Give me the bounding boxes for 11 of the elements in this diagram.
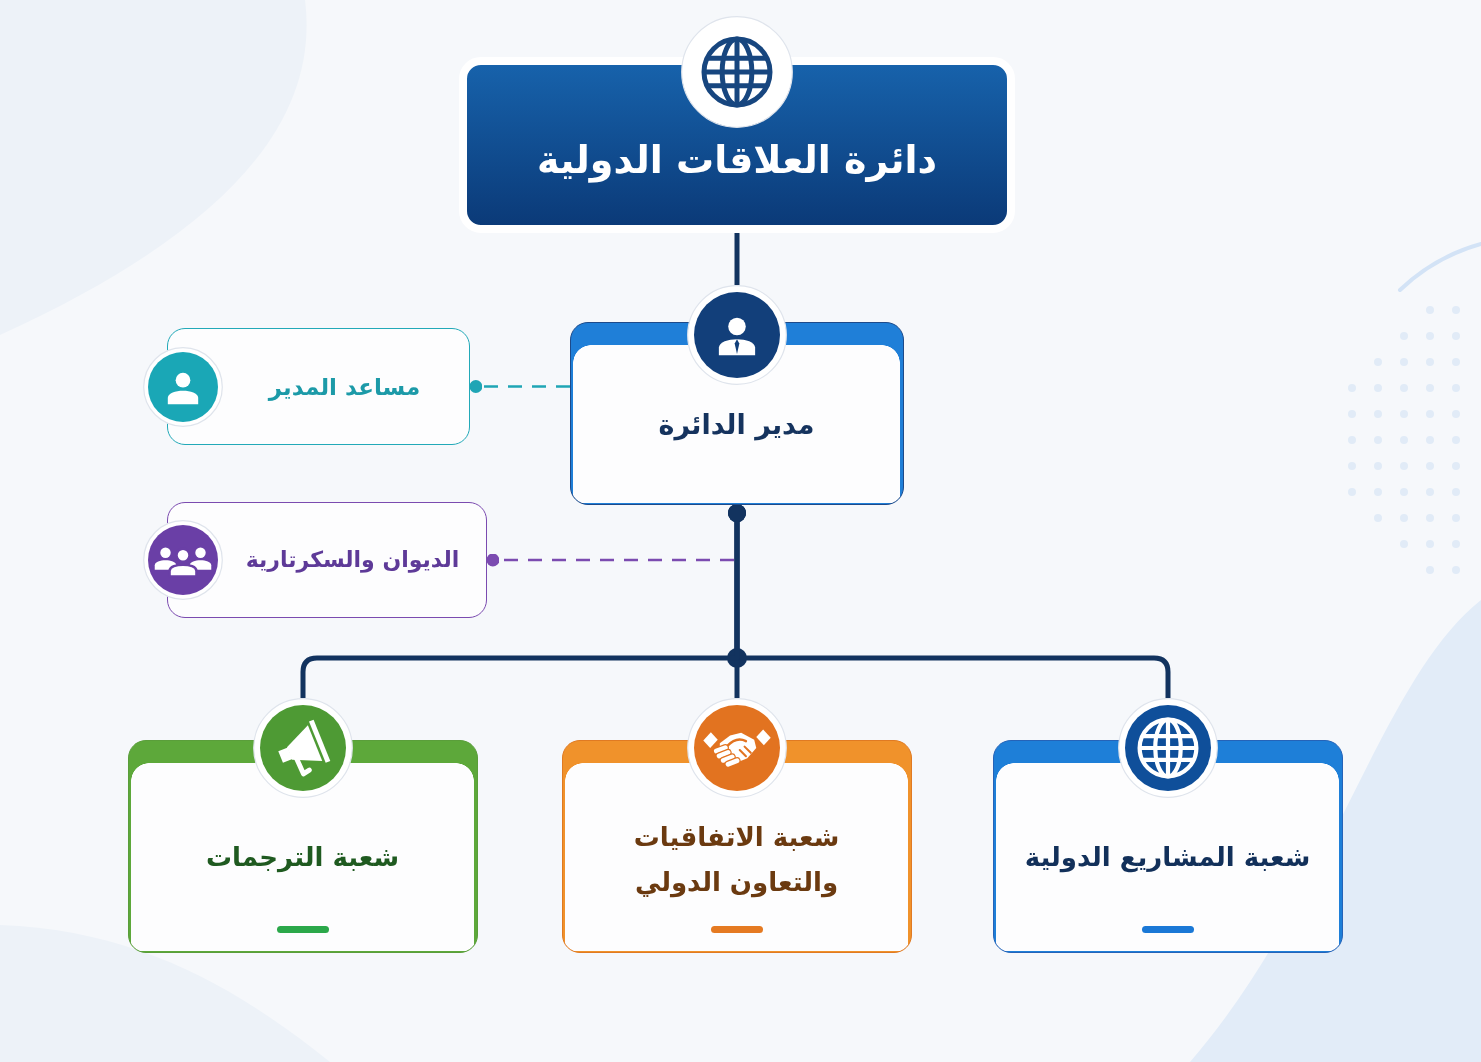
connector-line [734,233,740,285]
unit-name: شعبة المشاريع الدولية [1024,840,1311,874]
dashed-connector [469,380,570,393]
connector-line [300,504,746,698]
title-text: دائرة العلاقات الدولية [537,136,937,185]
unit-name: مدير الدائرة [658,407,815,443]
unit-name: شعبة الترجمات [205,840,400,874]
unit-name: مساعد المدير [268,372,421,402]
dashed-connector [486,553,734,567]
unit-name: شعبة الاتفاقيات والتعاون الدولي [632,820,841,900]
unit-name: الديوان والسكرتارية [245,545,460,575]
